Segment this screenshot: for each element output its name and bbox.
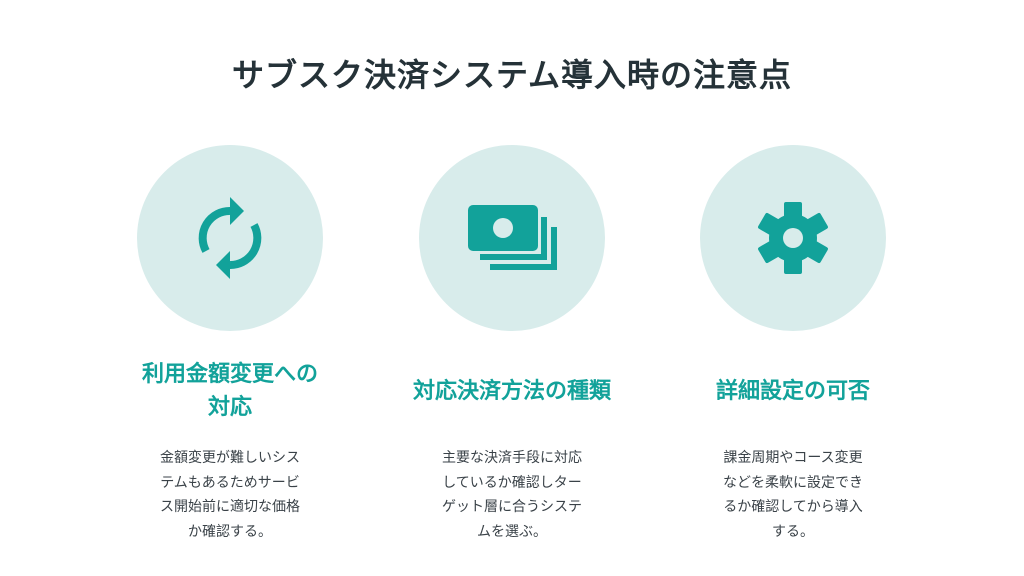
desc-line: 主要な決済手段に対応 [442,450,582,466]
card-price-change: 利用金額変更への 対応 金額変更が難しいシス テムもあるためサービ ス開始前に適… [110,145,350,544]
page-title: サブスク決済システム導入時の注意点 [231,56,793,94]
icon-circle [137,145,323,331]
heading-line: 詳細設定の可否 [715,378,870,404]
card-description: 課金周期やコース変更 などを柔軟に設定でき るか確認してから導入 する。 [709,446,877,544]
heading-line: 利用金額変更への [141,362,318,387]
desc-line: する。 [772,523,814,540]
desc-line: ゲット層に合うシステ [442,499,582,515]
card-heading: 利用金額変更への 対応 [110,358,350,424]
card-payment-methods: 対応決済方法の種類 主要な決済手段に対応 しているか確認しター ゲット層に合うシ… [392,145,632,544]
desc-line: ムを選ぶ。 [477,523,547,540]
card-detailed-settings: 詳細設定の可否 課金周期やコース変更 などを柔軟に設定でき るか確認してから導入… [673,145,913,544]
card-description: 金額変更が難しいシス テムもあるためサービ ス開始前に適切な価格 か確認する。 [146,446,314,544]
desc-line: ス開始前に適切な価格 [160,499,300,515]
card-heading: 対応決済方法の種類 [392,358,632,424]
heading-line: 対応決済方法の種類 [412,378,611,404]
desc-line: テムもあるためサービ [160,474,300,491]
desc-line: 金額変更が難しいシス [160,450,300,466]
heading-line: 対応 [207,395,252,420]
desc-line: 課金周期やコース変更 [723,450,863,466]
desc-line: るか確認してから導入 [723,499,863,515]
icon-circle [419,145,605,331]
card-heading: 詳細設定の可否 [673,358,913,424]
desc-line: しているか確認しター [442,474,582,491]
money-icon [468,205,557,270]
icon-circle [700,145,886,331]
desc-line: か確認する。 [188,523,272,540]
refresh-icon [198,197,262,279]
card-description: 主要な決済手段に対応 しているか確認しター ゲット層に合うシステ ムを選ぶ。 [428,446,596,544]
gear-icon [758,202,828,274]
desc-line: などを柔軟に設定でき [723,474,863,491]
